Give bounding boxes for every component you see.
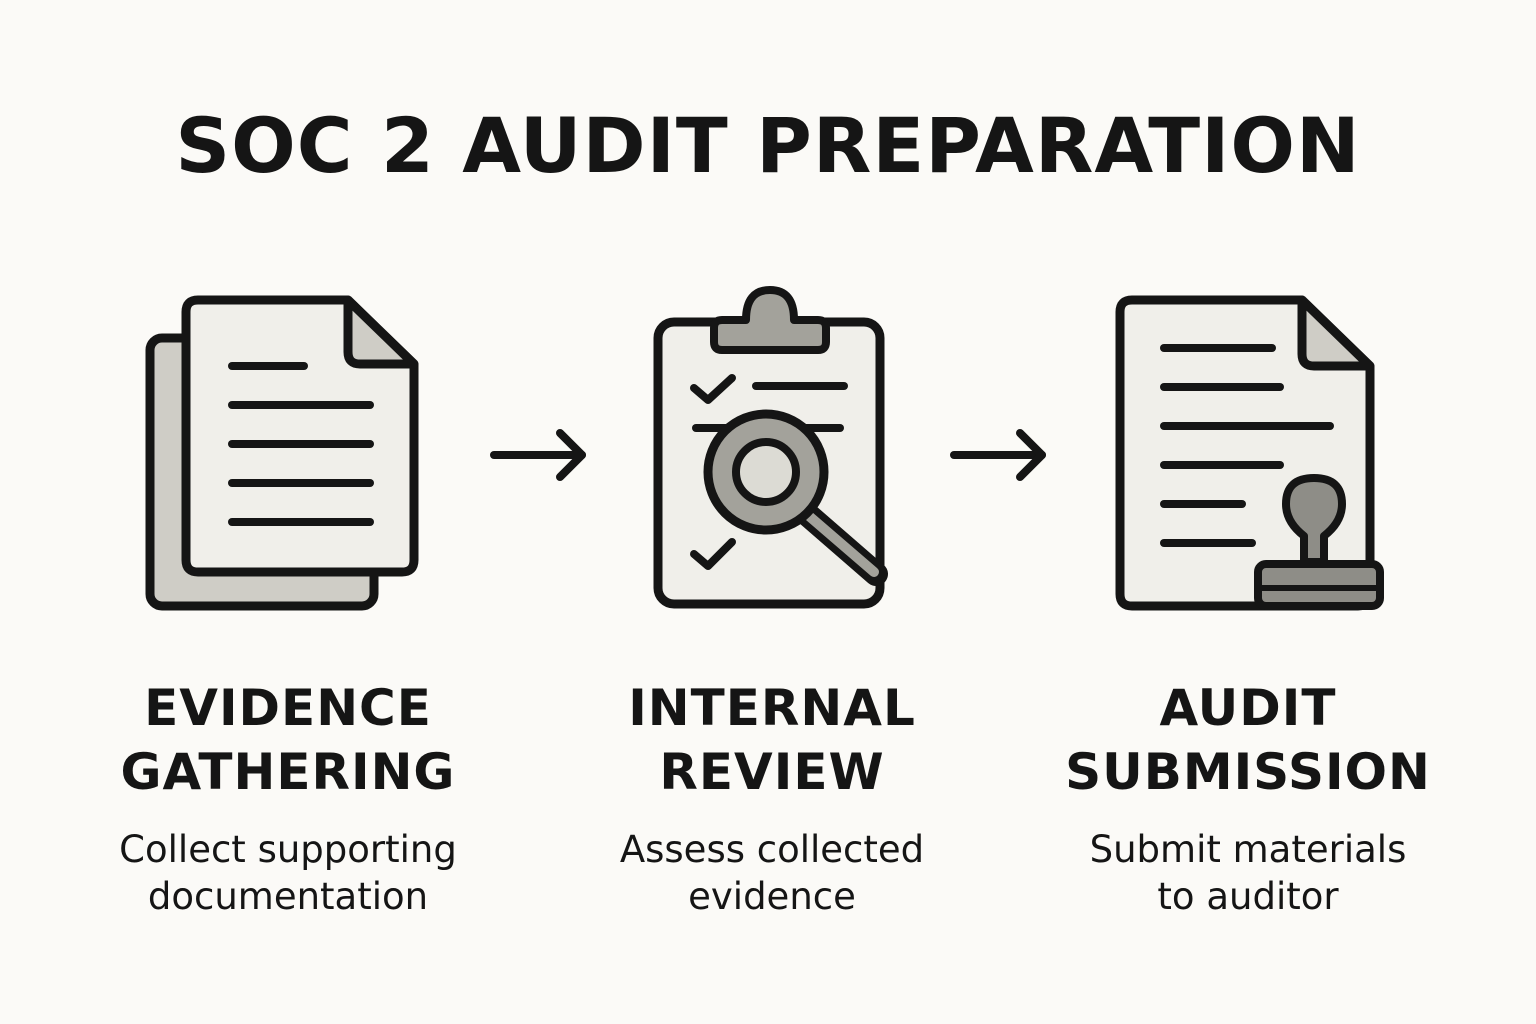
step-title: INTERNAL REVIEW <box>628 679 916 801</box>
step-title: EVIDENCE GATHERING <box>120 679 456 801</box>
page-title: SOC 2 AUDIT PREPARATION <box>175 101 1361 190</box>
step-description: Assess collected evidence <box>619 828 925 918</box>
arrow-right-icon <box>490 429 586 481</box>
step-description: Collect supporting documentation <box>119 828 457 918</box>
document-stamp-icon <box>1115 295 1384 611</box>
documents-stack-icon <box>145 295 419 611</box>
step-title: AUDIT SUBMISSION <box>1065 679 1431 801</box>
clipboard-magnifier-icon <box>653 286 888 609</box>
step-description: Submit materials to auditor <box>1089 828 1407 918</box>
arrow-right-icon <box>950 429 1046 481</box>
